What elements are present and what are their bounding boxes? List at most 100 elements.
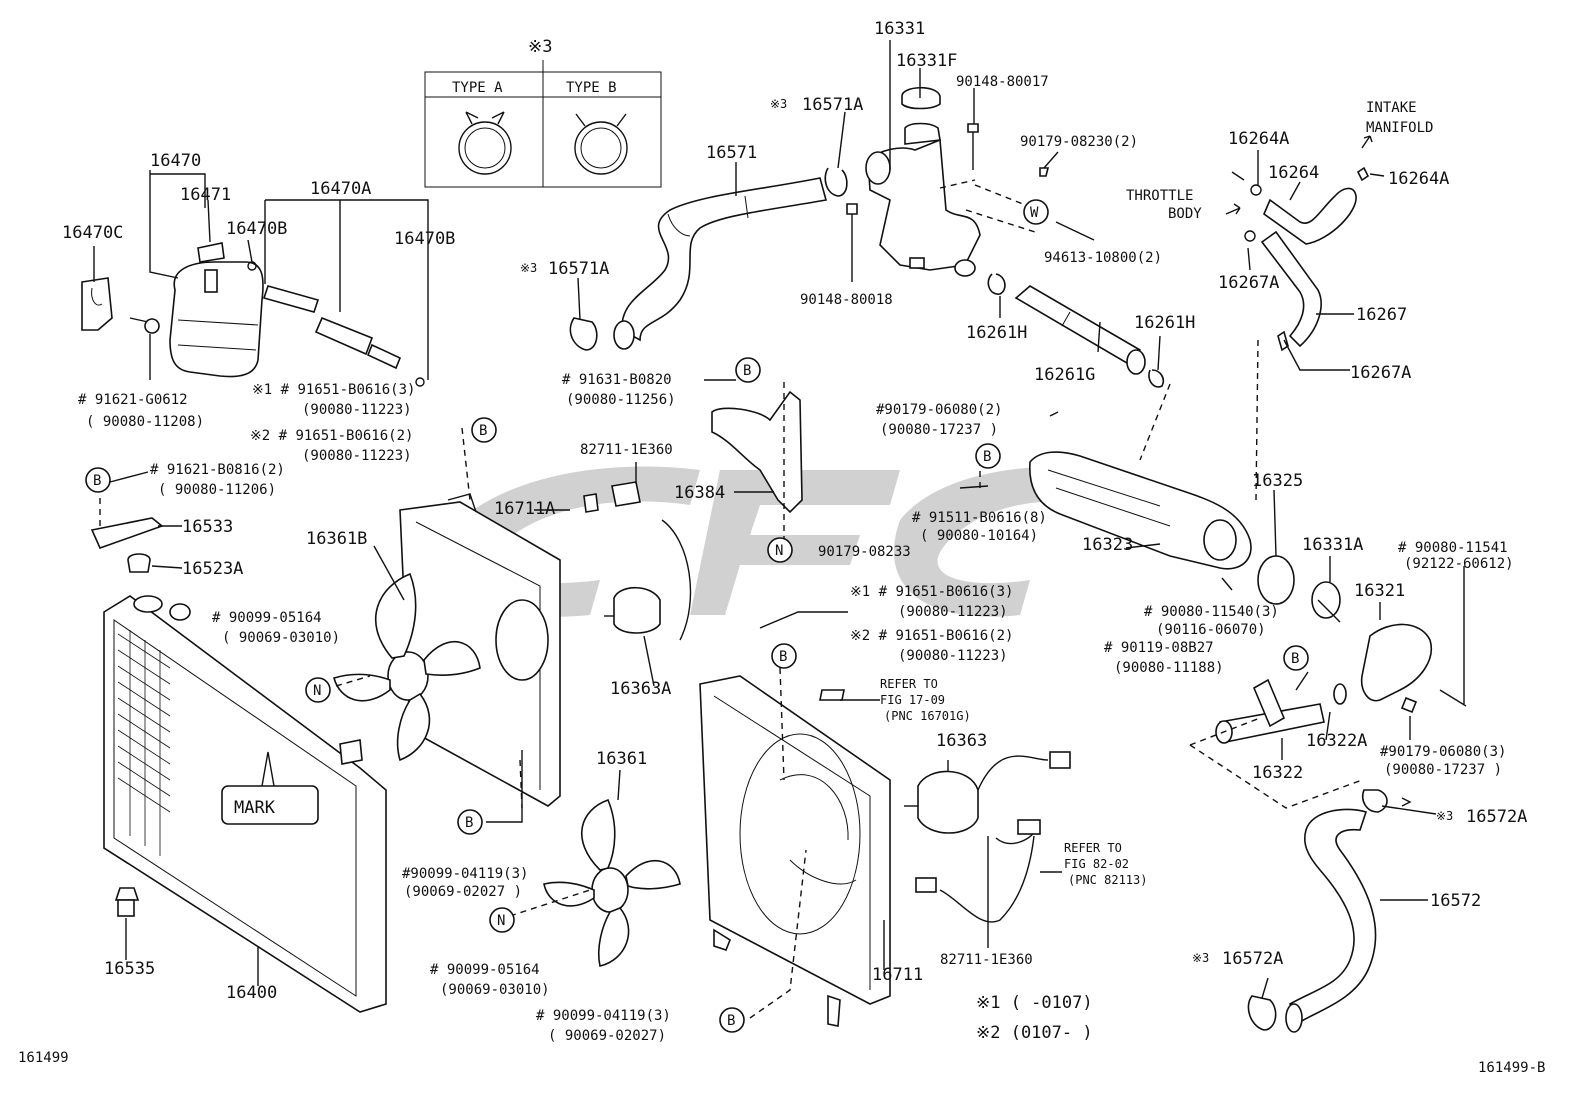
label-90080-11208: ( 90080-11208) xyxy=(86,414,204,430)
label-16264a-right: 16264A xyxy=(1388,169,1449,189)
label-refer1-a: REFER TO xyxy=(880,677,938,691)
label-16261h-right: 16261H xyxy=(1134,313,1195,333)
label-16711a: 16711A xyxy=(494,499,555,519)
water-bypass-pipe-16323 xyxy=(1029,451,1252,570)
upper-radiator-hose xyxy=(613,177,828,350)
water-outlet-housing xyxy=(865,122,981,277)
mark-callout-box xyxy=(221,785,319,825)
label-92122: (92122-60612) xyxy=(1404,556,1514,572)
label-16523a: 16523A xyxy=(182,559,243,579)
intake-arrow xyxy=(1361,135,1373,149)
svg-text:B: B xyxy=(743,363,751,379)
label-90069-03010-b: (90069-03010) xyxy=(440,982,550,998)
label-16267a-top: 16267A xyxy=(1218,273,1279,293)
svg-text:N: N xyxy=(775,543,783,559)
label-91621-b0816: # 91621-B0816(2) xyxy=(150,462,285,478)
label-90080-11223-4: (90080-11223) xyxy=(898,648,1008,664)
label-16331f: 16331F xyxy=(896,51,957,71)
svg-text:B: B xyxy=(779,649,787,665)
label-91651-4: ※2 # 91651-B0616(2) xyxy=(850,628,1013,644)
label-16711: 16711 xyxy=(872,965,923,985)
label-16321: 16321 xyxy=(1354,581,1405,601)
label-90179-06080-top: #90179-06080(2) xyxy=(876,402,1002,418)
label-90080-11541: # 90080-11541 xyxy=(1398,540,1508,556)
label-90080-11256: (90080-11256) xyxy=(566,392,676,408)
fan-shroud-16711a xyxy=(399,493,561,807)
label-91621-g0612: # 91621-G0612 xyxy=(78,392,188,408)
label-refer2-a: REFER TO xyxy=(1064,841,1122,855)
clamp-type-a-label: TYPE A xyxy=(452,80,503,96)
label-16572: 16572 xyxy=(1430,891,1481,911)
clamp-table-title: ※3 xyxy=(528,37,552,57)
label-refer1-c: (PNC 16701G) xyxy=(884,709,971,723)
marker-w: W xyxy=(1023,199,1049,225)
label-16571a-top: 16571A xyxy=(802,95,863,115)
svg-text:B: B xyxy=(1291,651,1299,667)
label-16470c: 16470C xyxy=(62,223,123,243)
label-16363: 16363 xyxy=(936,731,987,751)
figure-code-left: 161499 xyxy=(18,1050,69,1066)
svg-text:B: B xyxy=(93,473,101,489)
label-91631: # 91631-B0820 xyxy=(562,372,672,388)
marker-b-2: B xyxy=(471,417,497,443)
label-16572a-top: 16572A xyxy=(1466,807,1527,827)
label-16470b-left: 16470B xyxy=(226,219,287,239)
mark-label: MARK xyxy=(234,798,276,818)
label-16470b-right: 16470B xyxy=(394,229,455,249)
label-90080-17237-top: (90080-17237 ) xyxy=(880,422,998,438)
marker-n-2: N xyxy=(305,677,331,703)
label-16572a-bottom: 16572A xyxy=(1222,949,1283,969)
label-90099-04119-a: #90099-04119(3) xyxy=(402,866,528,882)
label-16325: 16325 xyxy=(1252,471,1303,491)
label-16267: 16267 xyxy=(1356,305,1407,325)
label-refer2-c: (PNC 82113) xyxy=(1068,873,1147,887)
bolt-91621-g0612 xyxy=(129,317,160,334)
label-90099-05164-a: # 90099-05164 xyxy=(212,610,322,626)
cooling-fan-16361b xyxy=(333,572,481,762)
label-throttle-2: BODY xyxy=(1168,206,1202,222)
svg-text:B: B xyxy=(727,1013,735,1029)
svg-text:N: N xyxy=(497,913,505,929)
label-90099-05164-b: # 90099-05164 xyxy=(430,962,540,978)
svg-text:B: B xyxy=(983,449,991,465)
reservoir-bracket xyxy=(81,277,113,331)
label-82711-bottom: 82711-1E360 xyxy=(940,952,1033,968)
label-91511: # 91511-B0616(8) xyxy=(912,510,1047,526)
marker-n-1: N xyxy=(767,537,793,563)
label-16361: 16361 xyxy=(596,749,647,769)
clamp-type-b-label: TYPE B xyxy=(566,80,617,96)
label-90116: (90116-06070) xyxy=(1156,622,1266,638)
label-16267a: 16267A xyxy=(1350,363,1411,383)
label-refer2-b: FIG 82-02 xyxy=(1064,857,1129,871)
fan-bracket-16384 xyxy=(711,390,803,514)
marker-n-3: N xyxy=(489,907,515,933)
label-16261h-left: 16261H xyxy=(966,323,1027,343)
label-16400: 16400 xyxy=(226,983,277,1003)
leader-lines xyxy=(93,40,1465,999)
label-16471: 16471 xyxy=(180,185,231,205)
label-16535: 16535 xyxy=(104,959,155,979)
part-labels: 16331 16331F 90148-80017 ※3 16571A 16571… xyxy=(18,19,1545,1076)
label-16470a: 16470A xyxy=(310,179,371,199)
cushion-16523a xyxy=(127,553,151,573)
fan-shroud-16711 xyxy=(699,675,891,1027)
label-16533: 16533 xyxy=(182,517,233,537)
label-91651-2: ※2 # 91651-B0616(2) xyxy=(250,428,413,444)
label-16384: 16384 xyxy=(674,483,725,503)
note-1: ※1 ( -0107) xyxy=(976,993,1093,1013)
label-16572a-bottom-mark: ※3 xyxy=(1192,951,1209,965)
svg-text:B: B xyxy=(479,423,487,439)
label-90080-11223-2: (90080-11223) xyxy=(302,448,412,464)
label-16571a-top-mark: ※3 xyxy=(770,97,787,111)
label-82711-top: 82711-1E360 xyxy=(580,442,673,458)
dashed-guides xyxy=(99,179,1259,1019)
svg-text:W: W xyxy=(1030,205,1039,221)
label-16571a-left: 16571A xyxy=(548,259,609,279)
gasket-16325 xyxy=(1257,555,1295,605)
label-91651-3: ※1 # 91651-B0616(3) xyxy=(850,584,1013,600)
fan-motor-16363a xyxy=(604,519,692,641)
radiator-cap xyxy=(901,86,941,110)
drain-plug xyxy=(114,887,140,917)
label-91651-1: ※1 # 91651-B0616(3) xyxy=(252,382,415,398)
